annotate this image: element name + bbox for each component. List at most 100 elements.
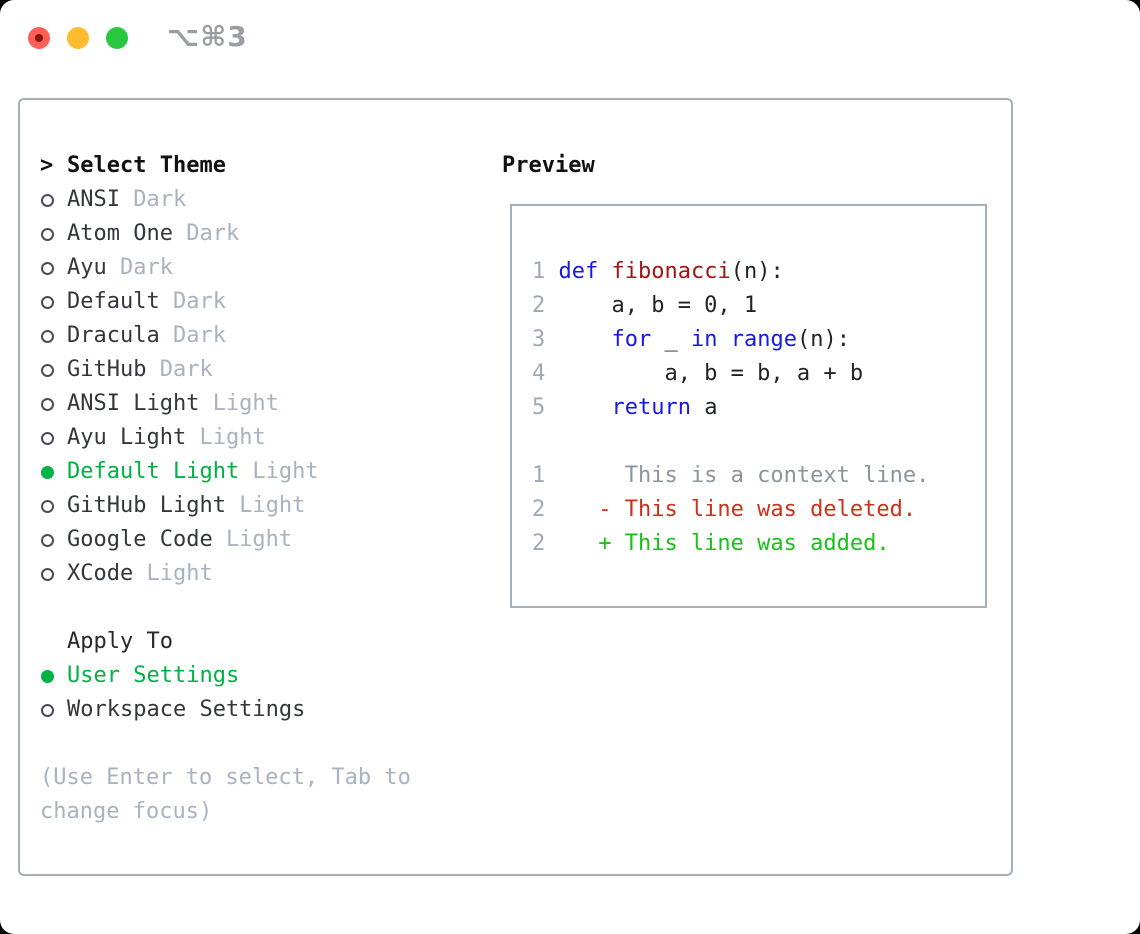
theme-option-atom-one[interactable]: Atom One Dark [40,217,490,251]
option-label: User Settings [67,663,240,688]
blank-line [532,425,985,459]
radio-icon [41,363,54,377]
line-number: 5 [532,395,546,420]
theme-option-default-light[interactable]: Default Light Light [40,455,490,489]
theme-option-github[interactable]: GitHub Dark [40,353,490,387]
radio-selected-icon [41,669,54,683]
line-number: 2 [532,497,546,522]
code-line: 3 for _ in range(n): [532,323,985,357]
select-theme-header: > Select Theme [40,149,490,183]
radio-selected-icon [41,465,54,479]
option-variant-label: Light [225,527,293,552]
titlebar: ⌥⌘3 [0,0,1140,78]
theme-option-google-code[interactable]: Google Code Light [40,523,490,557]
code-token: (n): [796,327,850,352]
line-number: 1 [532,463,546,488]
code-token: a, b = 0, 1 [558,293,758,318]
apply-option-workspace-settings[interactable]: Workspace Settings [40,693,490,727]
code-line: 5 return a [532,391,985,425]
option-variant-label: Dark [119,255,173,280]
code-line: 2 a, b = 0, 1 [532,289,985,323]
radio-icon [41,499,54,513]
code-token: range [730,327,797,352]
option-variant-label: Dark [172,289,226,314]
code-token: in [690,327,718,352]
radio-icon [41,397,54,411]
line-number: 1 [532,259,546,284]
option-label: Ayu [67,255,107,280]
option-label: GitHub Light [67,493,226,518]
radio-icon [41,567,54,581]
option-variant-label: Light [146,561,213,586]
radio-icon [41,227,54,241]
radio-icon [41,533,54,547]
apply-option-user-settings[interactable]: User Settings [40,659,490,693]
minimize-button[interactable] [67,27,89,49]
option-label: Default Light [67,459,240,484]
option-variant-label: Dark [172,323,226,348]
code-line: 2 - This line was deleted. [532,493,985,527]
radio-icon [41,193,54,207]
theme-option-default[interactable]: Default Dark [40,285,490,319]
apply-to-title: Apply To [67,629,173,654]
option-variant-label: Dark [159,357,213,382]
radio-icon [41,261,54,275]
spacer [40,591,490,625]
theme-option-ayu-light[interactable]: Ayu Light Light [40,421,490,455]
option-variant-label: Dark [186,221,240,246]
line-number: 2 [532,531,546,556]
code-token: This is a context line. [558,463,930,488]
code-line: 1 def fibonacci(n): [532,255,985,289]
code-token [598,259,611,284]
option-variant-label: Light [239,493,306,518]
option-label: ANSI Light [67,391,200,416]
close-button[interactable] [28,27,50,49]
option-label: Google Code [67,527,213,552]
line-number: 4 [532,361,546,386]
preview-title: Preview [502,153,595,178]
code-line: 1 This is a context line. [532,459,985,493]
code-line: 2 + This line was added. [532,527,985,561]
theme-option-ansi[interactable]: ANSI Dark [40,183,490,217]
code-token: a [690,395,718,420]
option-variant-label: Light [199,425,266,450]
code-token: def [558,259,599,284]
code-token: - This line was deleted. [558,497,917,522]
maximize-button[interactable] [106,27,128,49]
code-token: a, b = b, a + b [558,361,864,386]
option-variant-label: Dark [133,187,187,212]
option-label: Workspace Settings [67,697,306,722]
apply-to-header: Apply To [40,625,490,659]
close-dot-icon [35,34,43,42]
theme-option-github-light[interactable]: GitHub Light Light [40,489,490,523]
theme-option-ansi-light[interactable]: ANSI Light Light [40,387,490,421]
option-label: Default [67,289,160,314]
code-line: 4 a, b = b, a + b [532,357,985,391]
line-number: 3 [532,327,546,352]
option-label: GitHub [67,357,147,382]
code-token: + This line was added. [558,531,890,556]
code-token [717,327,730,352]
radio-icon [41,431,54,445]
help-text: (Use Enter to select, Tab to change focu… [40,765,411,824]
option-label: ANSI [67,187,120,212]
option-label: Ayu Light [67,425,187,450]
theme-option-dracula[interactable]: Dracula Dark [40,319,490,353]
code-token: fibonacci [611,259,731,284]
option-label: Dracula [67,323,160,348]
option-label: Atom One [67,221,173,246]
code-token: (n): [730,259,784,284]
code-token: return [611,395,691,420]
radio-icon [41,295,54,309]
option-variant-label: Light [212,391,279,416]
theme-option-ayu[interactable]: Ayu Dark [40,251,490,285]
code-token [558,327,611,352]
option-variant-label: Light [252,459,319,484]
